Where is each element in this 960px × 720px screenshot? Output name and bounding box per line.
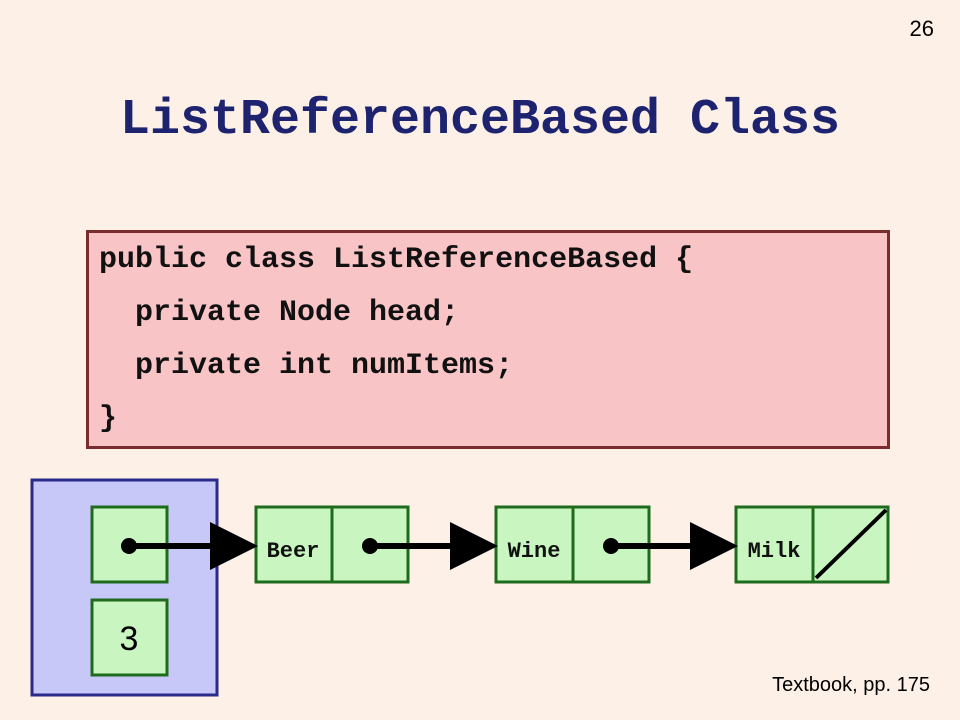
textbook-citation: Textbook, pp. 175 [772,674,930,696]
code-line-closing-brace: } [99,402,118,436]
node-item-label: Milk [748,539,801,564]
null-reference-slash [814,508,888,580]
num-items-cell [90,598,169,677]
slide-number: 26 [909,16,934,41]
num-items-value: 3 [120,620,139,658]
code-box: public class ListReferenceBased { privat… [86,230,890,449]
code-line-numitems-field: private int numItems; [99,349,514,383]
code-line-class-declaration: public class ListReferenceBased { [99,243,694,277]
code-line-head-field: private Node head; [99,296,460,330]
node-item-label: Beer [267,539,320,564]
node-item-cell [254,505,334,584]
slide-title: ListReferenceBased Class [119,92,841,149]
node-item-label: Wine [508,539,561,564]
